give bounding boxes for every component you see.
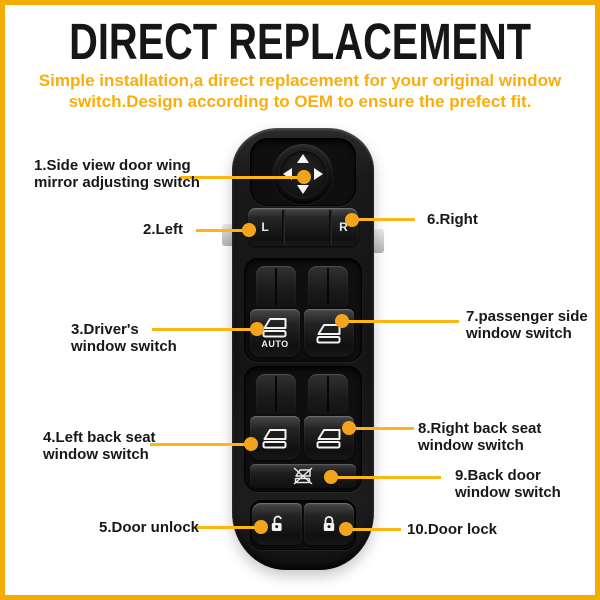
callout-line [342, 320, 459, 323]
callout-dot [297, 170, 311, 184]
callout-label: 2.Left [143, 221, 184, 238]
callout-line [332, 476, 441, 479]
header: DIRECT REPLACEMENT [0, 12, 600, 71]
callout-dot [324, 470, 338, 484]
passenger-window-pull-tab [308, 266, 348, 307]
callout-line [150, 443, 250, 446]
mirror-adjust-knob [273, 144, 333, 204]
callout-label: 1.Side view door wing mirror adjusting s… [34, 157, 200, 191]
callout-dot [254, 520, 268, 534]
callout-dot [335, 314, 349, 328]
callout-label: 9.Back door window switch [455, 467, 561, 501]
padlock-open-icon [271, 515, 282, 531]
window-lockout-crossed-icon [293, 467, 313, 485]
callout-label: 5.Door unlock [99, 519, 200, 536]
padlock-closed-icon [323, 516, 335, 531]
driver-window-pull-tab [256, 266, 296, 307]
callout-label: 4.Left back seat window switch [43, 429, 156, 463]
auto-label: AUTO [261, 339, 289, 349]
left-rear-window-switch [250, 416, 300, 460]
right-rear-pull-tab [308, 374, 348, 414]
power-window-icon [316, 428, 341, 448]
left-rear-pull-tab [256, 374, 296, 414]
callout-line [152, 328, 256, 331]
callout-line [349, 427, 414, 430]
callout-label: 3.Driver's window switch [71, 321, 177, 355]
driver-window-switch: AUTO [250, 309, 300, 357]
callout-label: 7.passenger side window switch [466, 308, 588, 342]
callout-line [196, 526, 260, 529]
callout-label: 10.Door lock [407, 521, 498, 538]
callout-line [353, 218, 415, 221]
page-subtitle: Simple installation,a direct replacement… [38, 71, 562, 111]
left-mirror-button: L [261, 220, 269, 234]
window-switch-panel-body: L R AUTO [232, 128, 374, 570]
callout-dot [345, 213, 359, 227]
rocker-divider [282, 210, 285, 244]
callout-dot [339, 522, 353, 536]
callout-label: 8.Right back seat window switch [418, 420, 542, 454]
callout-line [347, 528, 401, 531]
callout-label: 6.Right [427, 211, 478, 228]
callout-dot [244, 437, 258, 451]
power-window-icon [262, 318, 287, 338]
power-window-icon [262, 428, 287, 448]
mirror-select-rocker: L R [248, 208, 358, 246]
callout-dot [250, 322, 264, 336]
callout-dot [342, 421, 356, 435]
right-mirror-button: R [339, 220, 348, 234]
callout-dot [242, 223, 256, 237]
callout-line [196, 229, 248, 232]
front-window-recess: AUTO [244, 258, 362, 362]
page-title: DIRECT REPLACEMENT [69, 13, 531, 70]
callout-line [180, 176, 305, 179]
rocker-divider [329, 210, 332, 244]
right-mount-clip [371, 229, 384, 253]
